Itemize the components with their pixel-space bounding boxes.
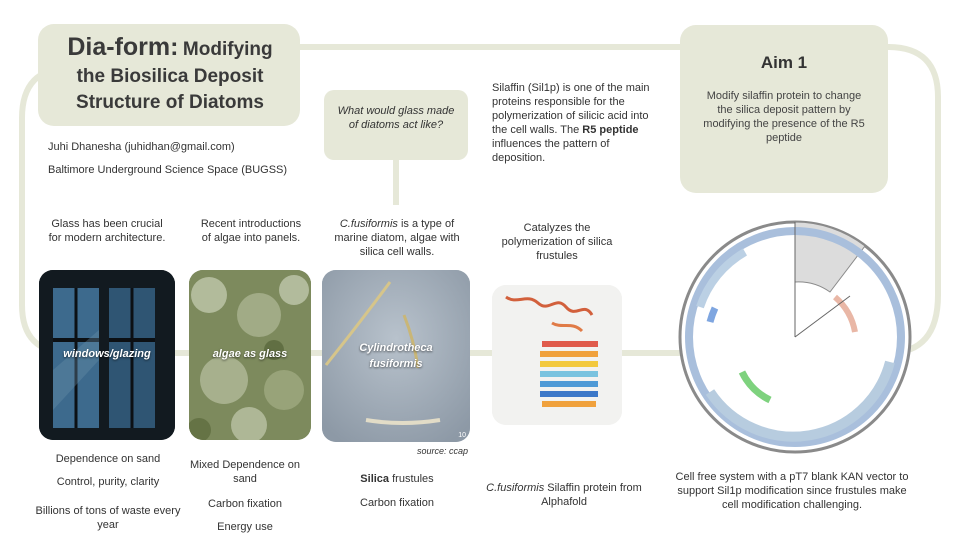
affiliation: Baltimore Underground Science Space (BUG… (48, 164, 288, 176)
algae-photo: algae as glass (189, 270, 311, 440)
col4-caption-rest: Silaffin protein from Alphafold (541, 482, 642, 508)
col4-caption: C.fusiformis Silaffin protein from Alpha… (486, 481, 642, 509)
col2-point-3: Energy use (217, 521, 273, 533)
plasmid-map (650, 212, 940, 462)
title-line2: the Biosilica Deposit (76, 66, 264, 87)
question-box: What would glass made of diatoms act lik… (324, 90, 468, 160)
diatom-label-2: fusiformis (369, 358, 423, 370)
aim-title: Aim 1 (760, 53, 808, 72)
col1-header: Glass has been crucial for modern archit… (48, 218, 166, 244)
col1-point-3: Billions of tons of waste every year (35, 505, 181, 531)
diatom-label-1: Cylindrotheca (359, 342, 433, 354)
title-line1-big: Dia-form: (67, 33, 179, 61)
silaffin-intro-pre: Silaffin (Sil1p) is one of the main prot… (492, 82, 650, 136)
col4-caption-italic: C.fusiformis (486, 482, 545, 494)
col3-header-rest: is a type of marine diatom, algae with s… (334, 218, 460, 258)
diatom-photo: Cylindrotheca fusiformis 10 (322, 270, 470, 442)
col3-point-2: Carbon fixation (360, 497, 434, 509)
col3-header-italic: C.fusiformis (339, 218, 398, 230)
title-line3: Structure of Diatoms (76, 92, 264, 113)
title-box: Dia-form: Modifying the Biosilica Deposi… (38, 24, 300, 126)
protein-structure-image (492, 285, 622, 425)
col3-header: C.fusiformis is a type of marine diatom,… (326, 217, 468, 259)
col3-point-1: Silica frustules (330, 472, 464, 486)
col4-header: Catalyzes the polymerization of silica f… (501, 222, 613, 262)
silaffin-intro-post: influences the pattern of deposition. (492, 138, 610, 164)
col1-point-2: Control, purity, clarity (56, 476, 160, 488)
aim-text: Modify silaffin protein to change the si… (703, 90, 865, 144)
image-source: source: ccap (416, 446, 468, 456)
r5-peptide-bold: R5 peptide (582, 124, 639, 136)
silica-bold: Silica (360, 473, 390, 485)
author: Juhi Dhanesha (juhidhan@gmail.com) (48, 141, 235, 153)
col2-point-1: Mixed Dependence on sand (189, 459, 301, 485)
title-line1-rest: Modifying (182, 39, 273, 60)
scale-bar-label: 10 (458, 432, 466, 439)
windows-photo: windows/glazing (39, 270, 175, 440)
page-title: Dia-form: Modifying the Biosilica Deposi… (50, 34, 290, 116)
col5-caption: Cell free system with a pT7 blank KAN ve… (675, 471, 909, 511)
algae-label: algae as glass (212, 348, 288, 360)
col3-point-1-rest: frustules (389, 473, 434, 485)
silaffin-intro: Silaffin (Sil1p) is one of the main prot… (492, 81, 662, 165)
col2-point-2: Carbon fixation (208, 498, 282, 510)
windows-label: windows/glazing (63, 348, 151, 360)
col1-point-1: Dependence on sand (55, 453, 161, 465)
aim-box: Aim 1 Modify silaffin protein to change … (680, 25, 888, 193)
col2-header: Recent introductions of algae into panel… (200, 218, 302, 244)
